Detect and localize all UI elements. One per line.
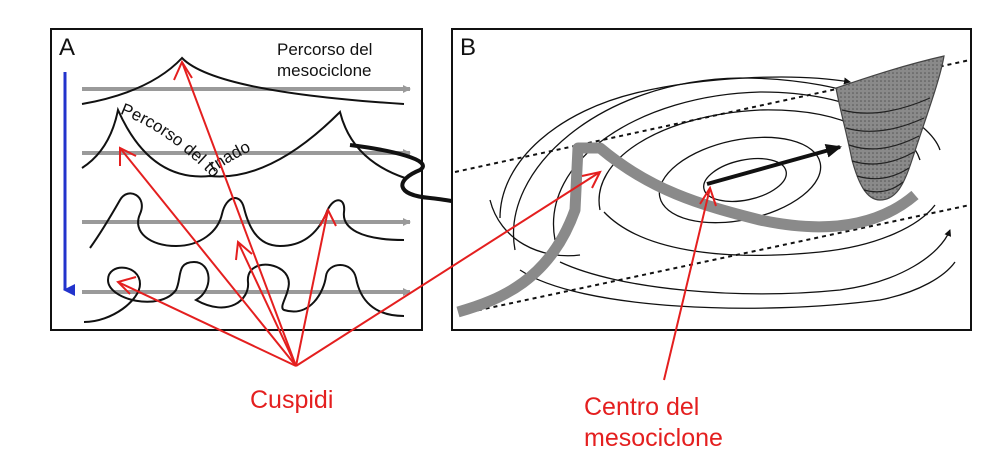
panel-a-letter: A: [59, 34, 75, 61]
streamline: [703, 157, 787, 203]
cusp-arrow: [295, 207, 337, 367]
panel-a-frame: [50, 28, 423, 331]
tornado-funnel: [835, 55, 945, 201]
cusp-arrow: [235, 240, 297, 367]
panel-b: B: [451, 28, 972, 331]
streamline: [519, 261, 956, 309]
mesocyclone-center-label-line1: Centro del: [584, 393, 699, 421]
funnel-rings: [841, 97, 931, 193]
funnel-cone: [835, 55, 945, 201]
bound-line-lower: [469, 204, 971, 313]
mesocyclone-path-label-line1: Percorso del: [277, 40, 372, 59]
double-cusp-curve: [81, 106, 406, 179]
mesocyclone-center-label-line2: mesociclone: [584, 424, 723, 452]
cusp-arrow: [119, 146, 297, 367]
cusp-arrow: [116, 276, 297, 367]
tornado-damage-track: [456, 142, 919, 318]
cusp-annotation-arrows: [116, 59, 602, 367]
mesocyclone-bounds: [454, 59, 971, 313]
streamline: [559, 229, 952, 295]
cusp-arrow: [295, 170, 602, 367]
streamline: [489, 199, 581, 257]
large-loops-curve: [83, 260, 405, 323]
motion-arrow: [706, 144, 842, 186]
cusps-label: Cuspidi: [250, 386, 333, 414]
cusp-arrow: [173, 59, 297, 367]
single-cusp-curve: [81, 56, 405, 105]
streamline: [499, 76, 851, 219]
panel-b-letter: B: [460, 34, 476, 61]
center-annotation-arrow: [663, 185, 717, 381]
panel-a: A Percorso del tornado Percorso del meso…: [50, 28, 423, 331]
mesocyclone-path-label-line2: mesociclone: [277, 61, 372, 80]
streamline: [603, 204, 936, 256]
